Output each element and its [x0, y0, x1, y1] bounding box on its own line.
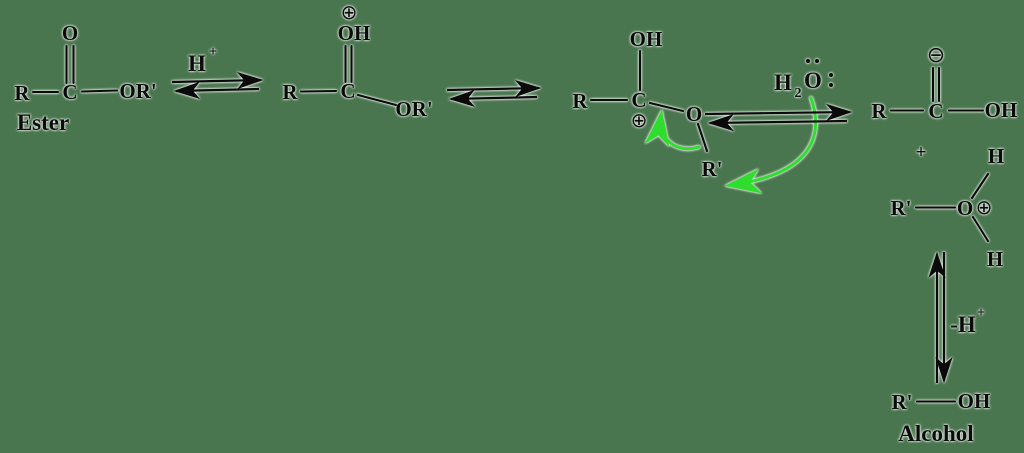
curved-arrow-bond-to-carbon-icon: [644, 109, 701, 151]
protonated-ester-bond-r-c: [299, 89, 338, 93]
oxocarbenium-r-group: R: [572, 89, 588, 113]
ester-carbonyl-oxygen: O: [62, 21, 78, 45]
protonated-ester-bond-c-or: [356, 93, 398, 107]
plus-charge-icon: ⊕: [976, 195, 993, 219]
water-reagent: H 2 O: [774, 59, 833, 101]
h-plus-base: H: [188, 51, 206, 76]
ester-bond-c-or: [80, 89, 119, 93]
curved-arrow-water-attack-icon: [724, 96, 818, 194]
minus-h-plus-reagent: -H +: [950, 305, 985, 337]
protonated-ester-carbon: C: [340, 79, 355, 103]
protonated-ester-molecule: ⊕ OH R C OR': [282, 0, 432, 121]
oxocarbenium-carbon: C: [631, 88, 646, 112]
equilibrium-arrow-2: [446, 79, 542, 108]
carboxylic-acid-carbon: C: [928, 99, 943, 123]
water-subscript-2: 2: [795, 86, 802, 101]
protonated-ester-oh: OH: [338, 21, 371, 45]
oxocarbenium-bond-o-r: [696, 122, 709, 153]
oxocarbenium-r-prime-group: R': [702, 157, 723, 181]
minus-h-plus-superscript: +: [977, 305, 986, 321]
equilibrium-arrow-1-forward: [171, 71, 264, 90]
lone-pair-right-icon: [829, 73, 833, 87]
alcohol-molecule: R' OH Alcohol: [892, 389, 991, 446]
protonated-ester-or-group: OR': [395, 97, 432, 121]
oxocarbenium-oh: OH: [630, 27, 663, 51]
oxocarbenium-molecule: OH R C ⊕ O R': [572, 27, 722, 181]
protonated-alcohol-r-prime: R': [891, 196, 912, 220]
protonated-alcohol-h-top: H: [988, 144, 1004, 168]
lone-pair-top-icon: [806, 59, 819, 63]
carboxylic-acid-molecule: ⊖ R C OH: [871, 43, 1017, 123]
plus-sign: +: [916, 142, 927, 163]
protonated-ester-r-group: R: [282, 80, 298, 104]
equilibrium-arrow-2-forward: [446, 79, 542, 98]
water-oxygen: O: [804, 68, 822, 93]
ester-carbon: C: [62, 80, 77, 104]
ester-or-group: OR': [119, 79, 156, 103]
equilibrium-arrow-3-reverse: [707, 114, 848, 132]
oxocarbenium-bond-c-o: [648, 101, 685, 113]
equilibrium-arrow-3: [704, 103, 853, 132]
plus-charge-icon: ⊕: [631, 108, 648, 132]
minus-charge-icon: ⊖: [927, 43, 945, 68]
equilibrium-arrow-3-forward: [704, 103, 853, 121]
alcohol-oh: OH: [958, 389, 991, 413]
minus-h-plus-base: -H: [950, 312, 976, 337]
equilibrium-arrow-2-reverse: [448, 89, 538, 108]
ester-molecule: O R C OR' Ester: [14, 21, 156, 135]
equilibrium-arrow-1-reverse: [173, 81, 260, 100]
oxocarbenium-oxygen: O: [686, 102, 702, 126]
carboxylic-acid-oh: OH: [985, 98, 1018, 122]
h-plus-reagent: H +: [188, 44, 217, 76]
protonated-alcohol-molecule: R' O ⊕ H H: [891, 144, 1005, 271]
water-h: H: [774, 70, 792, 95]
alcohol-label: Alcohol: [898, 421, 973, 446]
ester-r-group: R: [14, 81, 30, 105]
equilibrium-arrow-vertical: [928, 251, 953, 384]
h-plus-superscript: +: [209, 44, 218, 60]
carboxylic-acid-r-group: R: [871, 99, 887, 123]
protonated-alcohol-h-bottom: H: [987, 247, 1003, 271]
protonated-alcohol-bond-o-h-bottom: [971, 215, 990, 243]
protonated-alcohol-bond-o-h-top: [970, 172, 990, 200]
ester-label: Ester: [17, 110, 69, 135]
protonated-alcohol-oxygen: O: [957, 196, 973, 220]
alcohol-r-prime: R': [892, 390, 913, 414]
plus-charge-icon: ⊕: [341, 0, 358, 24]
equilibrium-arrow-1: [171, 71, 264, 100]
